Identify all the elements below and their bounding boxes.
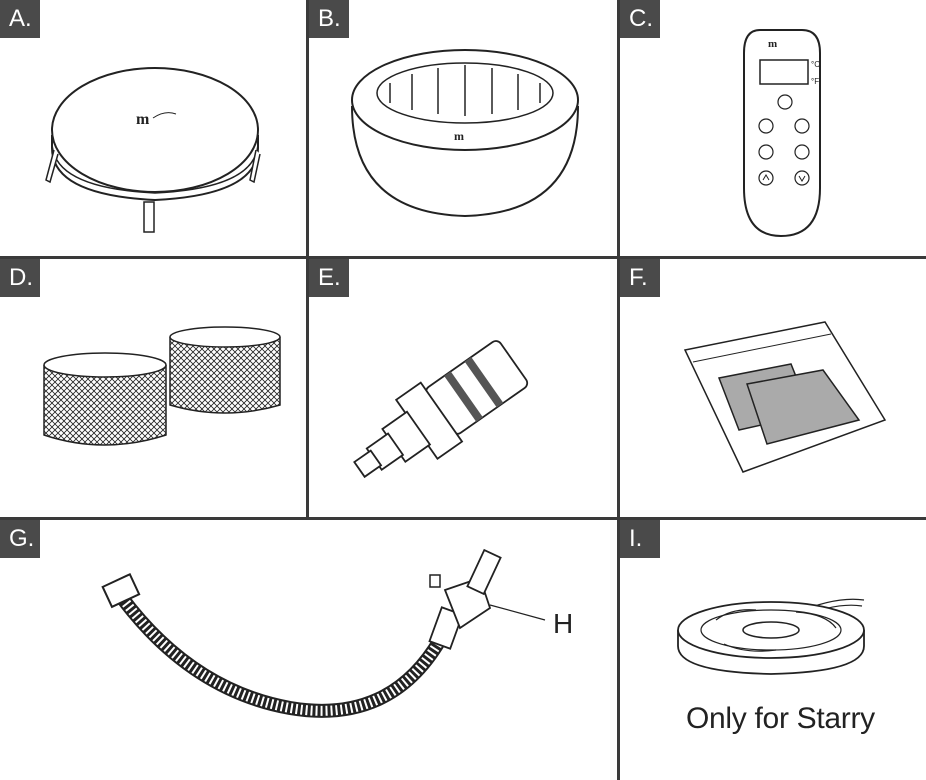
svg-text:m: m: [454, 129, 464, 143]
divider: [0, 256, 926, 259]
panel-label-c: C.: [620, 0, 660, 38]
callout-h: H: [553, 608, 574, 639]
panel-label-a: A.: [0, 0, 40, 38]
filter-cartridges-illustration: [43, 326, 281, 446]
celsius-label: °C: [811, 60, 820, 69]
divider: [617, 0, 620, 780]
remote-control-illustration: m: [743, 29, 821, 238]
panel-label-e: E.: [309, 259, 349, 297]
spa-tub-illustration: m: [351, 49, 579, 218]
connector-illustration: [353, 340, 529, 479]
hose-illustration: [101, 548, 546, 718]
divider: [0, 517, 926, 520]
panel-label-d: D.: [0, 259, 40, 297]
panel-label-f: F.: [620, 259, 660, 297]
starry-note: Only for Starry: [686, 702, 875, 735]
svg-text:m: m: [136, 111, 150, 128]
led-strip-illustration: [677, 598, 865, 675]
panel-label-b: B.: [309, 0, 349, 38]
panel-label-g: G.: [0, 520, 40, 558]
divider: [306, 0, 309, 520]
panel-label-i: I.: [620, 520, 660, 558]
svg-text:m: m: [768, 38, 777, 50]
repair-patches-illustration: [683, 321, 887, 473]
fahrenheit-label: °F: [811, 77, 820, 86]
spa-cover-illustration: m: [45, 67, 261, 233]
